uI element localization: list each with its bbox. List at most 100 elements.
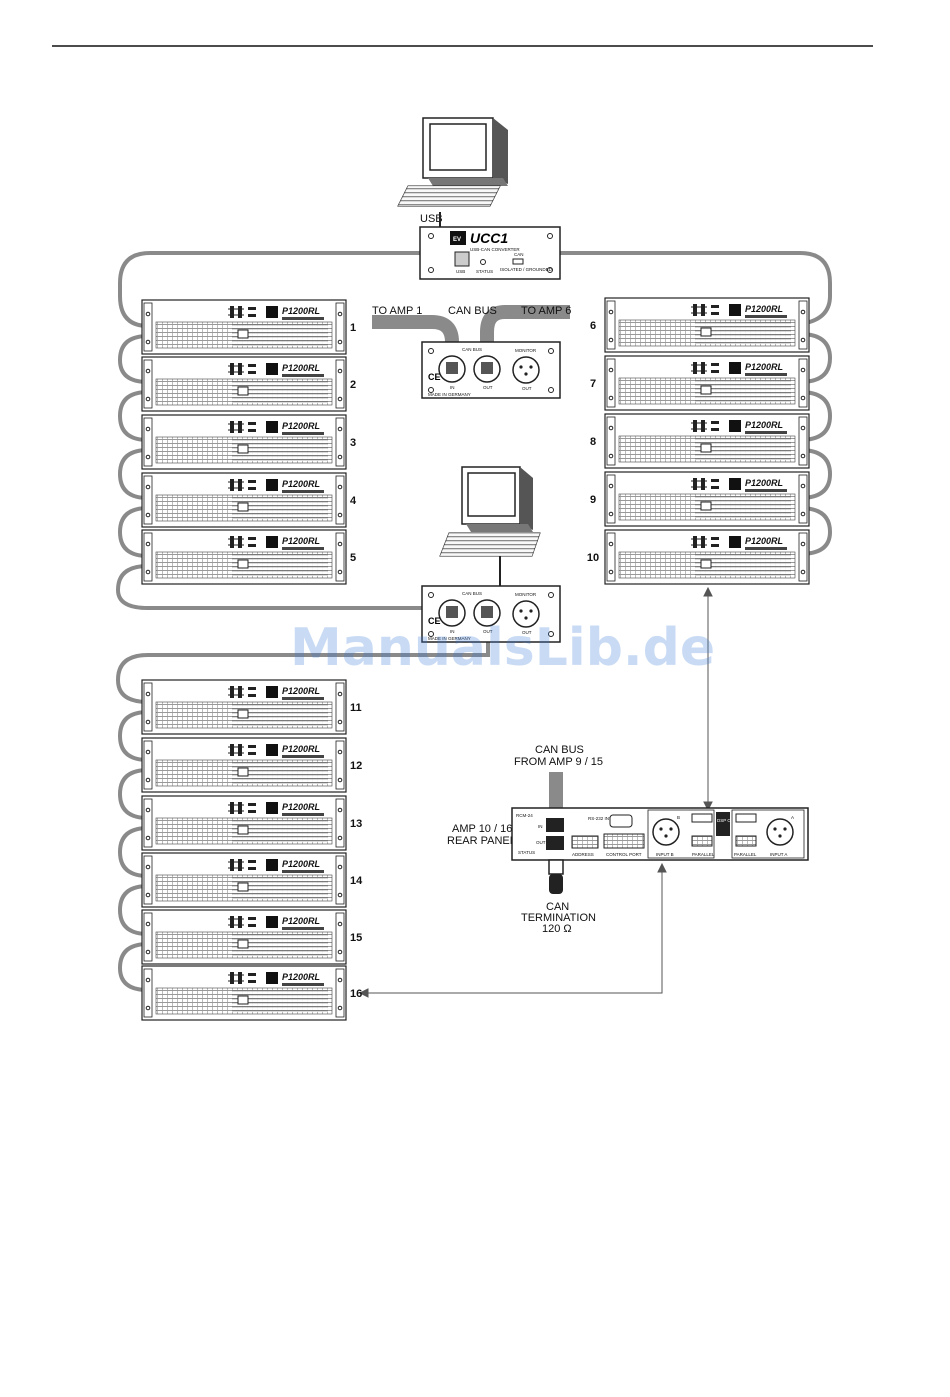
label-amp-rear-2: REAR PANEL <box>447 835 516 847</box>
svg-text:CE: CE <box>428 372 441 382</box>
power-switch <box>237 502 249 512</box>
amplifier-number: 6 <box>590 320 596 332</box>
address-switches <box>571 835 599 849</box>
rs232-port <box>609 814 633 828</box>
label-to-amp1: TO AMP 1 <box>372 305 422 317</box>
amplifier-unit: P1200RL <box>141 679 347 735</box>
amplifier-unit: P1200RL <box>141 795 347 851</box>
amplifier-model: P1200RL <box>745 536 783 546</box>
amplifier-number: 7 <box>590 378 596 390</box>
svg-text:PARALLEL: PARALLEL <box>734 852 757 857</box>
ev-logo <box>729 478 741 490</box>
power-switch <box>700 559 712 569</box>
label-from-amp: FROM AMP 9 / 15 <box>514 756 603 768</box>
amplifier-unit: P1200RL <box>604 413 810 469</box>
amplifier-number: 3 <box>350 437 356 449</box>
amplifier-number: 14 <box>350 875 363 887</box>
can-bus-cables <box>115 251 833 992</box>
svg-text:DSP OUT: DSP OUT <box>717 818 737 823</box>
label-can-term-1: CAN <box>546 901 569 913</box>
control-port-terminals <box>603 833 645 849</box>
ev-logo <box>729 536 741 548</box>
ucc1-subtitle: USB-CAN CONVERTER <box>470 247 520 252</box>
power-switch <box>237 767 249 777</box>
svg-text:IN: IN <box>538 824 543 829</box>
can-panel-top: CAN BUS IN OUT MONITOR OUT CE MADE IN GE… <box>421 341 561 399</box>
ev-logo <box>266 479 278 491</box>
svg-text:OUT: OUT <box>522 630 532 635</box>
svg-text:USB: USB <box>456 269 465 274</box>
svg-text:EV: EV <box>453 237 461 243</box>
amplifier-number: 4 <box>350 495 357 507</box>
svg-text:INPUT A: INPUT A <box>770 852 787 857</box>
amplifier-model: P1200RL <box>282 421 320 431</box>
label-can-term-2: TERMINATION <box>521 912 596 924</box>
amplifier-unit: P1200RL <box>604 471 810 527</box>
ev-logo <box>729 304 741 316</box>
svg-text:MONITOR: MONITOR <box>515 592 537 597</box>
power-switch <box>237 386 249 396</box>
ev-logo <box>266 536 278 548</box>
watermark: ManualsLib.de <box>290 618 715 678</box>
power-switch <box>700 443 712 453</box>
amplifier-model: P1200RL <box>282 306 320 316</box>
svg-text:MADE IN GERMANY: MADE IN GERMANY <box>428 636 471 641</box>
amplifier-number: 2 <box>350 379 356 391</box>
ev-logo <box>266 686 278 698</box>
amplifier-number: 16 <box>350 988 362 1000</box>
svg-text:ISOLATED / GROUNDED: ISOLATED / GROUNDED <box>500 267 553 272</box>
amplifier-model: P1200RL <box>745 478 783 488</box>
amplifier-number: 5 <box>350 552 356 564</box>
amplifier-number: 13 <box>350 818 362 830</box>
amplifier-number: 12 <box>350 760 362 772</box>
amplifier-number: 8 <box>590 436 596 448</box>
ucc1-converter: EV UCC1 USB-CAN CONVERTER USB STATUS CAN… <box>419 226 561 280</box>
rcm24-model: RCM-24 <box>516 813 533 818</box>
svg-text:STATUS: STATUS <box>476 269 493 274</box>
computer-top: USB <box>397 117 508 252</box>
svg-text:CAN: CAN <box>514 252 524 257</box>
amplifier-unit: P1200RL <box>141 909 347 965</box>
ev-logo <box>729 362 741 374</box>
ev-logo <box>266 421 278 433</box>
power-switch <box>237 559 249 569</box>
connection-arrows <box>358 586 713 998</box>
ev-logo <box>266 306 278 318</box>
svg-text:OUT: OUT <box>522 386 532 391</box>
label-amp-rear-1: AMP 10 / 16 <box>452 823 512 835</box>
svg-text:STATUS: STATUS <box>518 850 535 855</box>
amplifier-number: 15 <box>350 932 362 944</box>
amplifier-model: P1200RL <box>745 304 783 314</box>
amplifier-model: P1200RL <box>745 362 783 372</box>
svg-text:IN: IN <box>450 385 455 390</box>
label-can-bus: CAN BUS <box>448 305 497 317</box>
ev-logo <box>266 859 278 871</box>
usb-label: USB <box>420 213 443 225</box>
ev-logo <box>266 916 278 928</box>
dsp-out-badge <box>716 812 730 836</box>
amplifier-unit: P1200RL <box>141 414 347 470</box>
amplifier-unit: P1200RL <box>141 472 347 528</box>
amplifier-unit: P1200RL <box>604 355 810 411</box>
amplifier-unit: P1200RL <box>604 529 810 585</box>
power-switch <box>237 709 249 719</box>
amplifier-model: P1200RL <box>282 363 320 373</box>
xlr-input-b <box>652 818 680 846</box>
svg-text:ADDRESS: ADDRESS <box>572 852 594 857</box>
amplifier-unit: P1200RL <box>141 299 347 355</box>
svg-text:CAN BUS: CAN BUS <box>462 591 482 596</box>
ev-logo <box>266 972 278 984</box>
svg-text:OUT: OUT <box>483 385 493 390</box>
power-switch <box>700 327 712 337</box>
power-switch <box>237 825 249 835</box>
computer-middle <box>439 466 541 590</box>
svg-text:B: B <box>677 815 680 820</box>
svg-text:CE: CE <box>428 616 441 626</box>
usb-port <box>454 251 470 267</box>
power-switch <box>700 385 712 395</box>
amplifier-unit: P1200RL <box>141 737 347 793</box>
amplifier-model: P1200RL <box>282 859 320 869</box>
power-switch <box>237 995 249 1005</box>
svg-text:INPUT B: INPUT B <box>656 852 674 857</box>
amplifier-model: P1200RL <box>282 686 320 696</box>
